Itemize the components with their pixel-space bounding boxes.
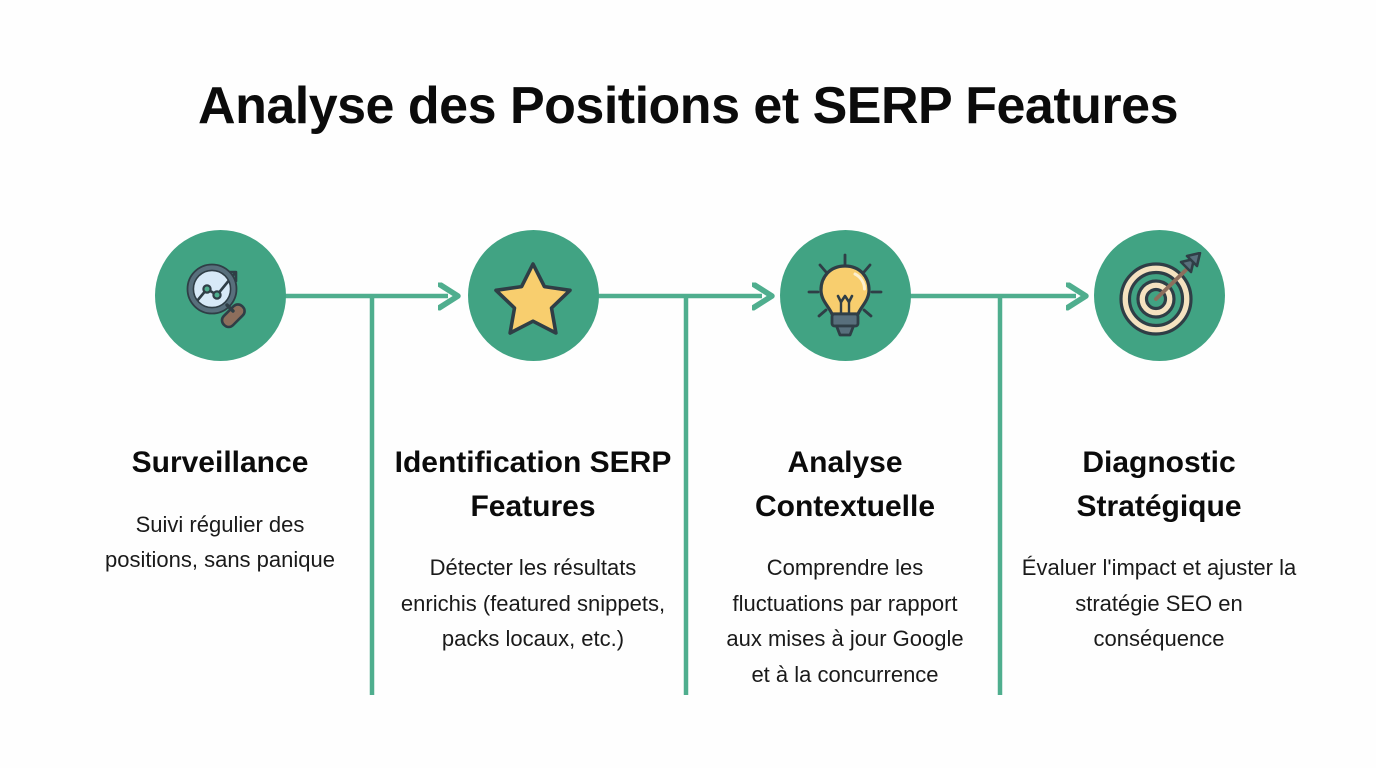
star-icon [492,255,574,337]
lightbulb-icon [803,252,887,340]
step-1-heading: Surveillance [131,446,309,479]
step-3: Analyse Contextuelle Comprendre les fluc… [695,230,995,693]
page-title: Analyse des Positions et SERP Features [198,77,1178,135]
magnifier-chart-icon [177,253,263,339]
step-2-heading: Identification SERP Features [394,446,672,523]
step-1-description: Suivi régulier des positions, sans paniq… [105,511,335,573]
target-arrow-icon [1115,251,1203,340]
step-4-description: Évaluer l'impact et ajuster la stratégie… [1021,555,1297,652]
step-2: Identification SERP Features Détecter le… [383,230,683,657]
step-4-icon-circle [1093,230,1225,361]
step-3-description: Comprendre les fluctuations par rapport … [726,555,964,687]
step-1: Surveillance Suivi régulier des position… [70,230,370,578]
step-4-heading: Diagnostic Stratégique [1076,446,1242,523]
step-3-icon-circle [779,230,911,361]
step-2-description: Détecter les résultats enrichis (feature… [400,555,666,652]
step-2-icon-circle [467,230,599,361]
step-1-icon-circle [154,230,286,361]
step-3-heading: Analyse Contextuelle [754,446,936,523]
step-4: Diagnostic Stratégique Évaluer l'impact … [1009,230,1309,657]
